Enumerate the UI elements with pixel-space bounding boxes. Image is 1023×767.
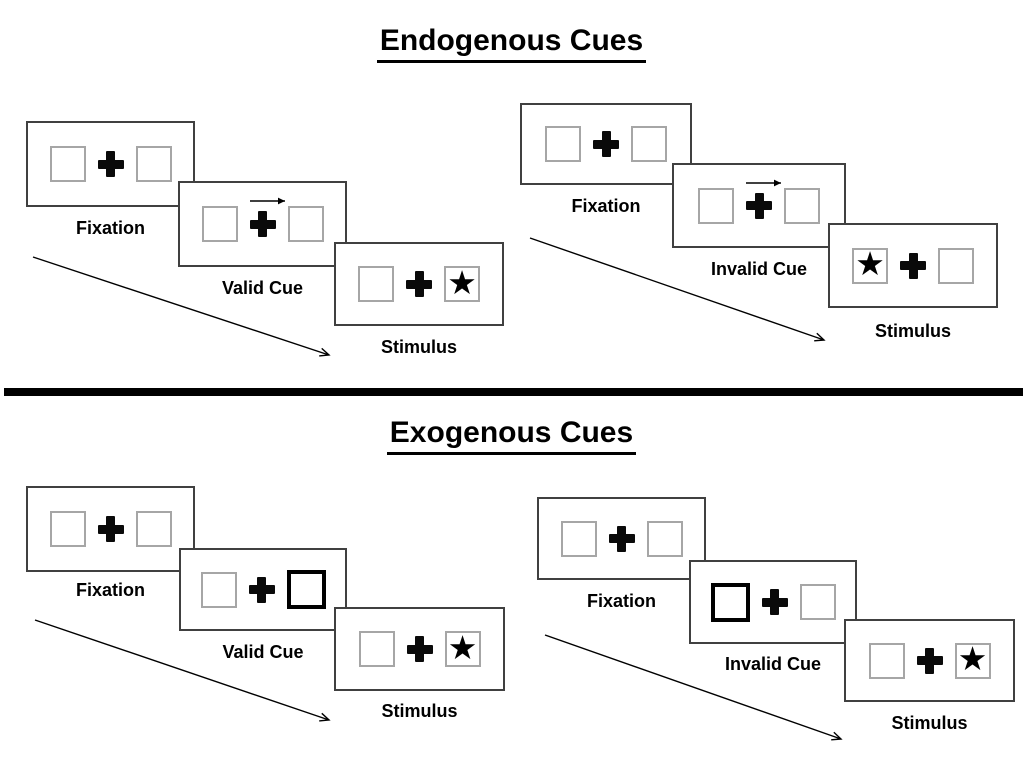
section-title-exogenous: Exogenous Cues	[0, 416, 1023, 455]
left-box	[49, 146, 86, 182]
section-divider	[4, 388, 1023, 396]
right-box: ★	[954, 639, 991, 679]
fixation-cross-icon	[406, 636, 433, 662]
sequence-arrow-exogenous-invalid	[544, 634, 843, 741]
panel-label: Fixation	[75, 218, 145, 238]
left-box	[358, 266, 394, 302]
left-box	[358, 631, 395, 667]
panel-label: Stimulus	[874, 321, 951, 341]
fixation-cross-icon	[593, 131, 619, 157]
stimulus-panel: ★	[334, 607, 505, 691]
panel-label: Invalid Cue	[710, 259, 808, 279]
left-box-highlighted	[710, 582, 750, 622]
panel-label: Fixation	[571, 196, 641, 216]
star-stimulus-icon: ★	[957, 639, 988, 678]
panel-label: Fixation	[586, 591, 656, 611]
fixation-panel	[26, 121, 195, 207]
fixation-cross-icon	[608, 525, 635, 552]
left-box	[49, 511, 86, 547]
cue-arrow-right-icon	[249, 197, 285, 205]
valid-cue-panel	[179, 548, 347, 631]
panel-label: Invalid Cue	[724, 654, 822, 674]
left-box	[200, 571, 237, 608]
right-box	[799, 584, 836, 620]
fixation-cross-icon	[248, 576, 275, 603]
panel-label: Valid Cue	[222, 642, 304, 662]
right-box	[938, 247, 974, 284]
right-box	[287, 206, 324, 242]
left-box	[201, 206, 238, 242]
invalid-cue-panel	[689, 560, 857, 644]
sequence-arrow-endogenous-valid	[32, 256, 331, 357]
right-box	[135, 511, 172, 547]
right-box	[784, 187, 820, 224]
fixation-cross-icon	[746, 179, 781, 219]
right-box	[631, 126, 667, 162]
right-box: ★	[444, 266, 480, 302]
left-box	[560, 520, 597, 557]
right-box: ★	[444, 627, 481, 667]
fixation-cross-icon	[761, 589, 788, 615]
section-title-exogenous-text: Exogenous Cues	[386, 416, 637, 455]
fixation-cross-icon	[916, 647, 943, 674]
fixation-cross-icon	[97, 516, 124, 542]
panel-label: Fixation	[75, 580, 145, 600]
fixation-panel	[537, 497, 706, 580]
section-title-endogenous: Endogenous Cues	[0, 24, 1023, 63]
sequence-arrow-exogenous-valid	[34, 619, 331, 722]
valid-cue-panel	[178, 181, 347, 267]
panel-label: Stimulus	[381, 701, 458, 721]
stimulus-panel: ★	[828, 223, 998, 308]
panel-label: Valid Cue	[221, 278, 304, 298]
fixation-cross-icon	[900, 252, 926, 279]
star-stimulus-icon: ★	[447, 262, 477, 302]
fixation-panel	[26, 486, 195, 572]
star-stimulus-icon: ★	[447, 627, 478, 667]
fixation-cross-icon	[97, 151, 124, 177]
left-box	[545, 126, 581, 162]
right-box	[646, 520, 683, 557]
fixation-cross-icon	[249, 197, 285, 237]
invalid-cue-panel	[672, 163, 846, 248]
star-stimulus-icon: ★	[855, 244, 885, 283]
section-title-endogenous-text: Endogenous Cues	[376, 24, 647, 63]
left-box	[868, 642, 905, 679]
cue-arrow-right-icon	[746, 179, 781, 186]
sequence-arrow-endogenous-invalid	[529, 237, 826, 342]
fixation-panel	[520, 103, 692, 185]
right-box-highlighted	[286, 570, 326, 609]
left-box	[698, 187, 734, 224]
stimulus-panel: ★	[844, 619, 1015, 702]
fixation-cross-icon	[406, 271, 432, 297]
stimulus-panel: ★	[334, 242, 504, 326]
panel-label: Stimulus	[380, 337, 457, 357]
panel-label: Stimulus	[891, 713, 968, 733]
right-box	[135, 146, 172, 182]
left-box: ★	[852, 244, 888, 284]
